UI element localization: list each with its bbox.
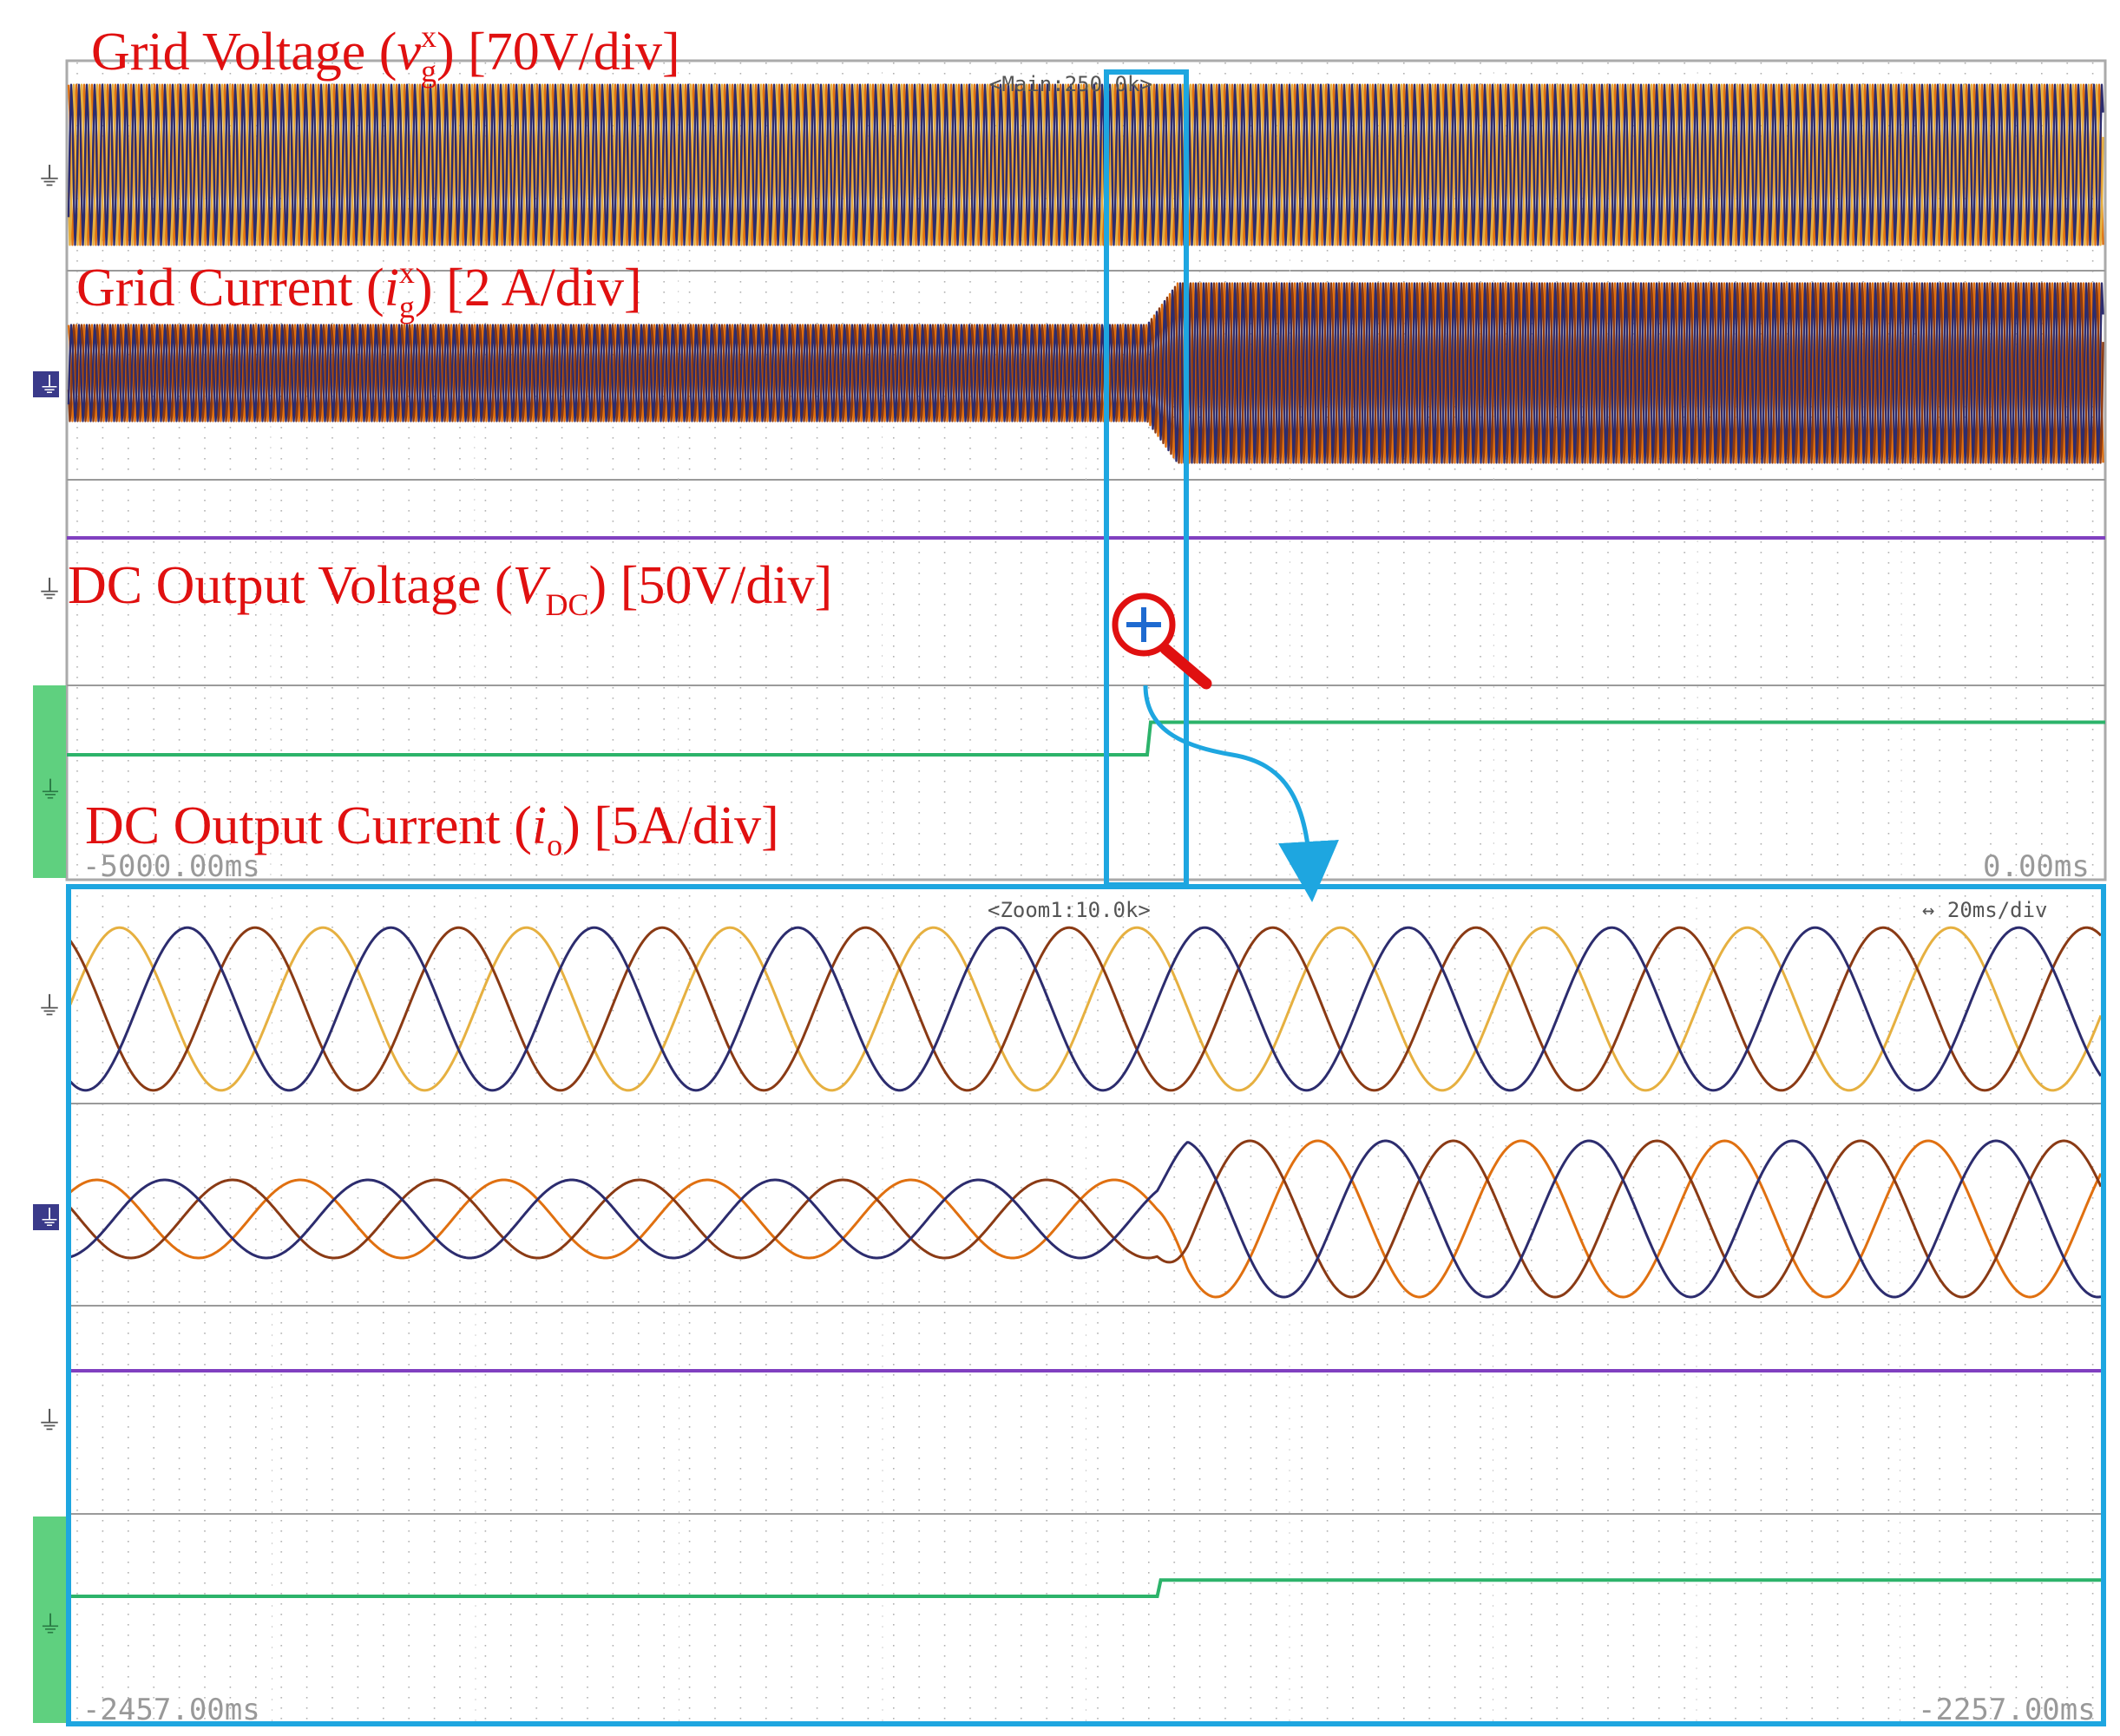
ground-marker-icon: ⏚ bbox=[38, 1612, 62, 1639]
svg-text:DC Output Voltage (VDC) [50V/d: DC Output Voltage (VDC) [50V/div] bbox=[68, 556, 832, 622]
grid-current-sup: x bbox=[399, 255, 415, 290]
zoom-gridlines bbox=[69, 887, 2104, 1724]
grid-voltage-trace bbox=[69, 926, 2103, 1092]
dc-current-trace bbox=[67, 720, 2105, 757]
grid-current-trace bbox=[69, 1139, 2103, 1299]
grid-current-scale: ) [2 A/div] bbox=[415, 259, 642, 318]
ground-marker-icon bbox=[33, 1204, 59, 1230]
magnifier-plus-icon bbox=[1112, 593, 1212, 690]
dc-voltage-label: DC Output Voltage ( bbox=[68, 556, 513, 615]
dc-voltage-scale: ) [50V/div] bbox=[589, 556, 833, 615]
main-view: <Main:250.0k> -5000.00ms 0.00ms bbox=[65, 59, 2107, 884]
annotation-dc-voltage: DC Output Voltage (VDC) [50V/div] bbox=[68, 556, 832, 622]
grid-current-label: Grid Current ( bbox=[76, 259, 384, 318]
grid-current-trace bbox=[69, 1139, 2103, 1299]
zoom-traces bbox=[69, 926, 2104, 1598]
curved-arrow-icon bbox=[1143, 685, 1339, 902]
main-traces bbox=[67, 83, 2105, 757]
ground-marker-icon: ⏚ bbox=[36, 1407, 62, 1436]
annotation-dc-current: DC Output Current (io) [5A/div] bbox=[85, 796, 779, 862]
grid-voltage-symbol: v bbox=[397, 23, 421, 82]
ground-marker-icon: ⏚ bbox=[38, 373, 61, 398]
ground-marker-icon bbox=[33, 371, 59, 397]
grid-current-trace bbox=[69, 1139, 2102, 1299]
zoom-timebase-label: ↔ 20ms/div bbox=[1922, 898, 2048, 922]
main-channel-markers: ⏚ ⏚ ⏚ ⏚ bbox=[33, 163, 66, 878]
svg-text:DC Output Current (io) [5A/div: DC Output Current (io) [5A/div] bbox=[85, 796, 779, 862]
dc-current-trace bbox=[69, 1578, 2104, 1598]
ground-marker-icon: ⏚ bbox=[38, 777, 62, 804]
ground-marker-icon: ⏚ bbox=[36, 576, 62, 605]
main-gridlines bbox=[67, 72, 2105, 880]
zoom-region-box bbox=[1104, 69, 1189, 888]
zoom-channel-markers: ⏚ ⏚ ⏚ ⏚ bbox=[33, 992, 66, 1723]
zoom-view: <Zoom1:10.0k> ↔ 20ms/div -2457.00ms -225… bbox=[66, 884, 2106, 1727]
zoom-frame bbox=[66, 884, 2106, 1726]
dc-voltage-symbol: V bbox=[513, 556, 551, 615]
dc-current-scale: ) [5A/div] bbox=[562, 796, 779, 855]
zoom-header-label: <Zoom1:10.0k> bbox=[988, 898, 1151, 922]
channel-marker-green bbox=[33, 685, 66, 878]
main-time-start: -5000.00ms bbox=[82, 849, 260, 884]
dc-current-label: DC Output Current ( bbox=[85, 796, 532, 855]
grid-current-symbol: i bbox=[384, 259, 399, 318]
grid-voltage-trace bbox=[69, 926, 2103, 1092]
ground-marker-icon: ⏚ bbox=[38, 1206, 61, 1231]
channel-marker-green bbox=[33, 1517, 66, 1723]
dc-voltage-sub: DC bbox=[546, 587, 589, 622]
main-header-label: <Main:250.0k> bbox=[989, 72, 1152, 96]
dc-current-sub: o bbox=[547, 828, 562, 862]
grid-current-sub: g bbox=[399, 290, 415, 324]
main-time-end: 0.00ms bbox=[1983, 849, 2090, 884]
grid-voltage-trace bbox=[67, 83, 2104, 246]
dc-current-symbol: i bbox=[532, 796, 547, 855]
svg-text:Grid Current (ixg) [2 A/div]: Grid Current (ixg) [2 A/div] bbox=[76, 255, 642, 324]
grid-voltage-trace bbox=[69, 926, 2103, 1092]
ground-marker-icon: ⏚ bbox=[36, 163, 62, 192]
ground-marker-icon: ⏚ bbox=[36, 992, 62, 1021]
svg-text:Grid Voltage (vxg) [70V/div]: Grid Voltage (vxg) [70V/div] bbox=[91, 19, 680, 88]
grid-voltage-scale: ) [70V/div] bbox=[436, 23, 680, 82]
grid-voltage-sub: g bbox=[421, 54, 436, 88]
grid-voltage-label: Grid Voltage ( bbox=[91, 23, 397, 82]
grid-current-trace bbox=[67, 282, 2104, 464]
grid-voltage-sup: x bbox=[421, 19, 436, 54]
